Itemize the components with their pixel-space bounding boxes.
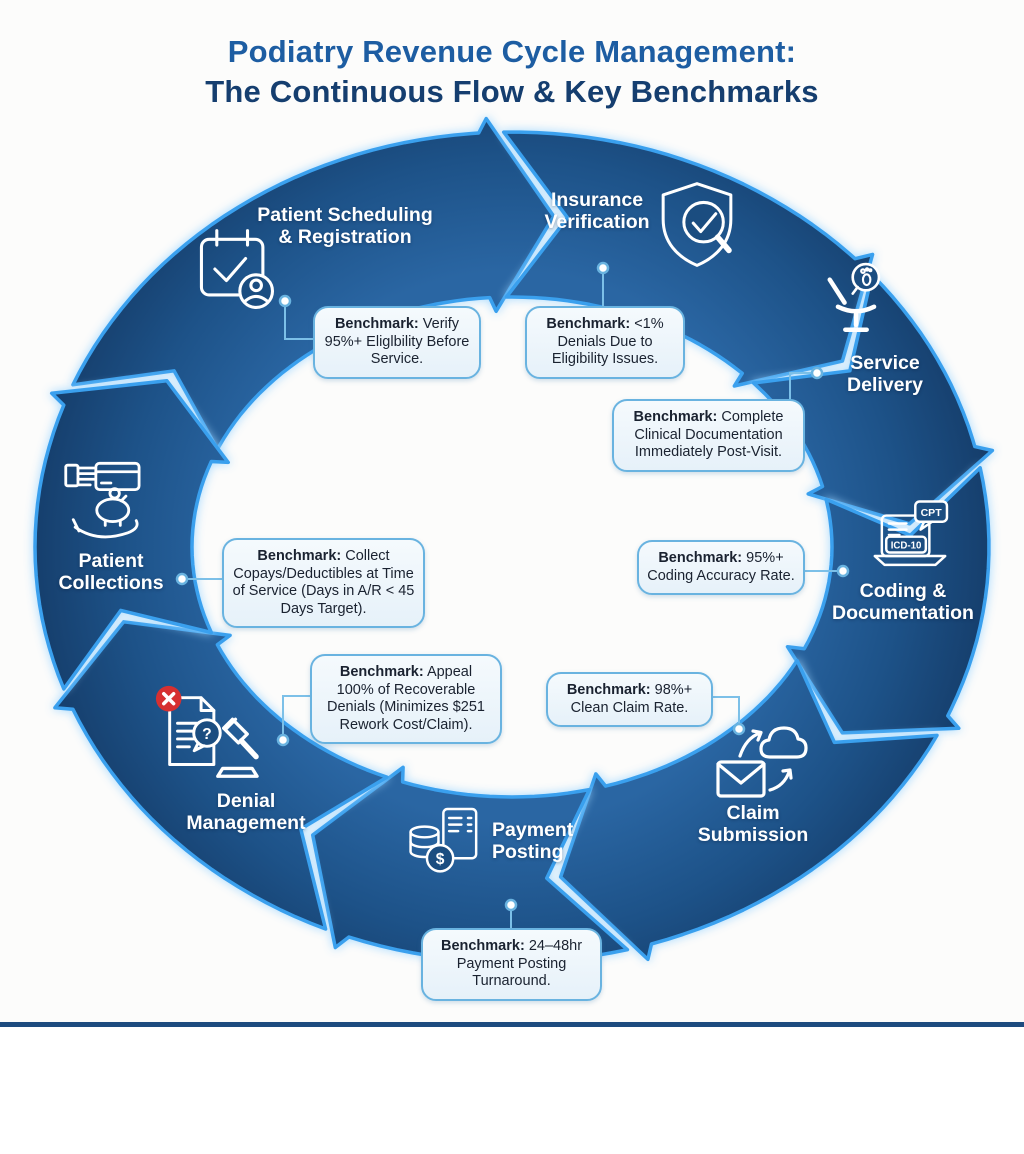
cycle-arrow-segment-claim-submission [558, 658, 939, 962]
stage-label-insurance-verification: Insurance Verification [544, 189, 650, 233]
benchmark-label: Benchmark: [546, 316, 631, 332]
svg-text:CPT: CPT [921, 507, 943, 519]
benchmark-text: Verify 95%+ Eliglbility Before Service. [324, 316, 470, 367]
benchmark-text: 24–48hr Payment Posting Turnaround. [456, 938, 583, 989]
stage-label-patient-scheduling: Patient Scheduling & Registration [257, 204, 433, 248]
envelope-cloud-upload-icon [710, 716, 814, 802]
cycle-arrow-segment-patient-scheduling [71, 116, 556, 452]
stage-label-service-delivery: Service Delivery [847, 352, 923, 396]
benchmark-label: Benchmark: [339, 664, 424, 680]
stage-label-denial-management: Denial Management [186, 790, 306, 834]
footer-divider-bar [0, 1022, 1024, 1027]
benchmark-label: Benchmark: [440, 938, 525, 954]
benchmark-label: Benchmark: [566, 682, 651, 698]
benchmark-text: Collect Copays/Deductibles at Time of Se… [232, 548, 415, 617]
benchmark-text: 98%+ Clean Claim Rate. [570, 682, 693, 716]
cycle-arrow-segment-insurance-verification [501, 130, 875, 388]
page-title-line2: The Continuous Flow & Key Benchmarks [205, 74, 819, 109]
svg-text:ICD-10: ICD-10 [891, 541, 922, 552]
connector-dot-payment-posting [504, 898, 518, 912]
connector-dot-service-delivery [810, 366, 824, 380]
benchmark-box-payment-posting: Benchmark: 24–48hr Payment Posting Turna… [421, 928, 602, 1001]
benchmark-label: Benchmark: [658, 550, 743, 566]
connector-line-denial-management [282, 695, 310, 740]
connector-dot-denial-management [276, 733, 290, 747]
connector-line-service-delivery [789, 372, 817, 399]
cycle-arrow-segment-coding-documentation [785, 466, 991, 735]
laptop-icd10-cpt-icon: ICD-10 CPT [866, 496, 954, 580]
footer-blank-area [0, 1027, 1024, 1154]
connector-dot-patient-scheduling [278, 294, 292, 308]
connector-dot-patient-collections [175, 572, 189, 586]
connector-dot-insurance-verification [596, 261, 610, 275]
connector-dot-claim-submission [732, 722, 746, 736]
podiatry-chair-foot-icon [815, 256, 897, 346]
coins-ledger-dollar-icon: $ [404, 804, 486, 878]
stage-label-payment-posting: Payment Posting [492, 819, 574, 863]
stage-label-patient-collections: Patient Collections [58, 550, 164, 594]
benchmark-label: Benchmark: [257, 548, 342, 564]
svg-text:$: $ [436, 851, 445, 868]
page-title-line1: Podiatry Revenue Cycle Management: [227, 34, 797, 69]
cycle-arrow-segment-patient-collections [33, 379, 230, 691]
benchmark-box-coding-documentation: Benchmark: 95%+ Coding Accuracy Rate. [637, 540, 805, 595]
benchmark-text: Appeal 100% of Recoverable Denials (Mini… [327, 664, 485, 733]
benchmark-text: <1% Denials Due to Eligibility Issues. [551, 316, 664, 367]
benchmark-box-service-delivery: Benchmark: Complete Clinical Documentati… [612, 399, 805, 472]
svg-text:?: ? [202, 726, 212, 743]
benchmark-box-insurance-verification: Benchmark: <1% Denials Due to Eligibilit… [525, 306, 685, 379]
benchmark-label: Benchmark: [633, 409, 718, 425]
stage-label-claim-submission: Claim Submission [697, 802, 809, 846]
benchmark-label: Benchmark: [334, 316, 419, 332]
page-title: Podiatry Revenue Cycle Management: The C… [0, 32, 1024, 112]
shield-magnifier-check-icon [650, 176, 744, 274]
denied-document-gavel-icon: ? [142, 682, 270, 790]
connector-line-patient-scheduling [284, 301, 313, 340]
benchmark-text: Complete Clinical Documentation Immediat… [634, 409, 784, 460]
benchmark-box-patient-scheduling: Benchmark: Verify 95%+ Eliglbility Befor… [313, 306, 481, 379]
stage-label-coding-documentation: Coding & Documentation [832, 580, 974, 624]
connector-dot-coding-documentation [836, 564, 850, 578]
calendar-check-user-icon [188, 222, 284, 318]
benchmark-box-patient-collections: Benchmark: Collect Copays/Deductibles at… [222, 538, 425, 628]
benchmark-text: 95%+ Coding Accuracy Rate. [647, 550, 795, 584]
benchmark-box-denial-management: Benchmark: Appeal 100% of Recoverable De… [310, 654, 502, 744]
hand-card-piggybank-icon [62, 452, 156, 546]
benchmark-box-claim-submission: Benchmark: 98%+ Clean Claim Rate. [546, 672, 713, 727]
